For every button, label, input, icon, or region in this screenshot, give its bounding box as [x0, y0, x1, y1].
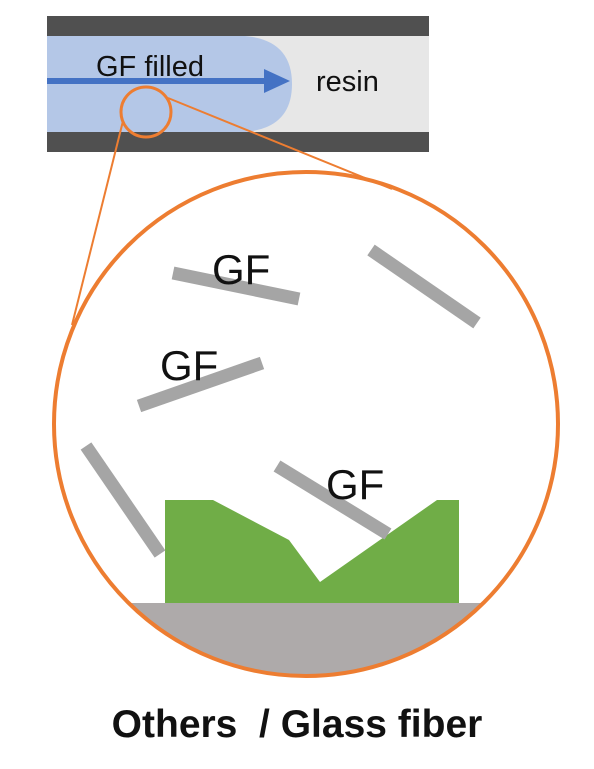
- gf-filled-label: GF filled: [96, 51, 204, 83]
- magnifier-lens-circle: [52, 170, 560, 678]
- channel-bottom-wall: [47, 132, 429, 152]
- glass-fiber: [273, 460, 392, 540]
- channel-top-wall: [47, 16, 429, 36]
- fiber-group: [80, 244, 481, 558]
- fiber-label: GF: [212, 246, 270, 293]
- fiber-label: GF: [326, 461, 384, 508]
- magnifier-guide-right: [167, 97, 393, 190]
- flow-arrow-head: [264, 69, 290, 93]
- glass-fiber: [80, 442, 166, 558]
- glass-fiber: [136, 356, 265, 413]
- fiber-label: GF: [160, 342, 218, 389]
- enlarged-view: GF GF GF: [52, 170, 560, 678]
- fiber-labels: GF GF GF: [160, 246, 384, 508]
- magnifier-guide-left: [71, 120, 124, 326]
- magnifier-focus-circle: [119, 85, 173, 139]
- mold-shape: [165, 500, 459, 603]
- base-plate: [54, 603, 558, 676]
- resin-label: resin: [316, 66, 379, 98]
- caption: Others / Glass fiber: [111, 703, 483, 746]
- glass-fiber: [171, 266, 301, 306]
- flow-channel: GF filled resin: [47, 16, 429, 152]
- magnifier: [71, 85, 393, 326]
- glass-fiber: [367, 244, 481, 329]
